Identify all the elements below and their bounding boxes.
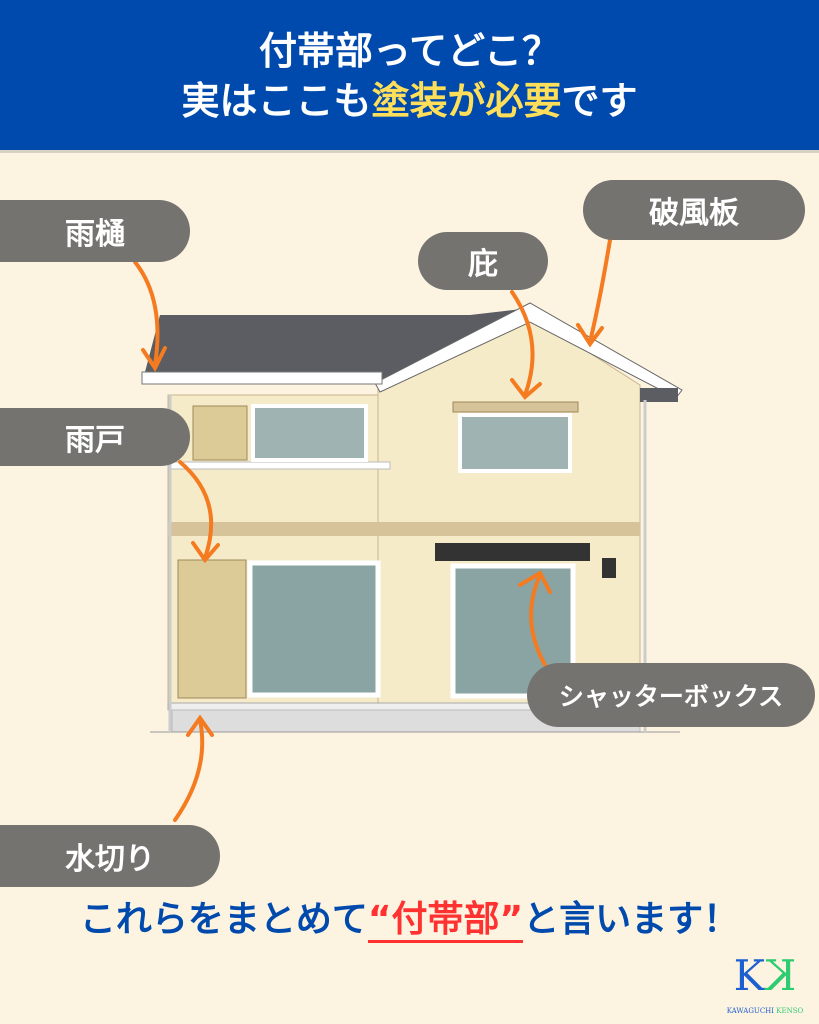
logo-k-green: K bbox=[765, 951, 797, 1000]
title-text: です bbox=[561, 79, 638, 123]
footer-caption: これらをまとめて“付帯部”と言います！ bbox=[0, 898, 819, 943]
arrow-amado bbox=[178, 460, 220, 564]
logo-wordmark: KAWAGUCHI KENSO bbox=[727, 1006, 804, 1016]
label-shutter-box: シャッターボックス bbox=[527, 663, 815, 727]
label-amado: 雨戸 bbox=[0, 408, 190, 466]
arrow-shutter bbox=[518, 570, 552, 667]
label-amadoi: 雨樋 bbox=[0, 200, 190, 262]
logo-text: KAWAGUCHI bbox=[726, 1007, 777, 1015]
title-text: 実はここも bbox=[181, 79, 372, 123]
label-hafuita: 破風板 bbox=[583, 180, 805, 240]
header-banner: 付帯部ってどこ？ 実はここも塗装が必要です bbox=[0, 0, 819, 153]
title-line-2: 実はここも塗装が必要です bbox=[0, 76, 819, 126]
logo-k-blue: K bbox=[733, 951, 765, 1000]
footer-text: と言います！ bbox=[523, 899, 740, 940]
arrow-mizukiri bbox=[173, 714, 214, 822]
footer-highlight: “付帯部” bbox=[367, 899, 524, 943]
label-hisashi: 庇 bbox=[418, 232, 548, 290]
logo-text: KENSO bbox=[776, 1007, 804, 1015]
title-highlight: 塗装が必要 bbox=[371, 79, 562, 123]
company-logo: KK KAWAGUCHI KENSO bbox=[712, 946, 818, 1016]
label-mizukiri: 水切り bbox=[0, 825, 220, 887]
arrow-hisashi bbox=[510, 290, 542, 400]
logo-mark: KK bbox=[734, 946, 797, 1006]
title-line-1: 付帯部ってどこ？ bbox=[259, 29, 560, 73]
footer-text: これらをまとめて bbox=[79, 899, 368, 940]
arrow-hafuita bbox=[576, 238, 612, 348]
arrow-amadoi bbox=[133, 260, 167, 372]
